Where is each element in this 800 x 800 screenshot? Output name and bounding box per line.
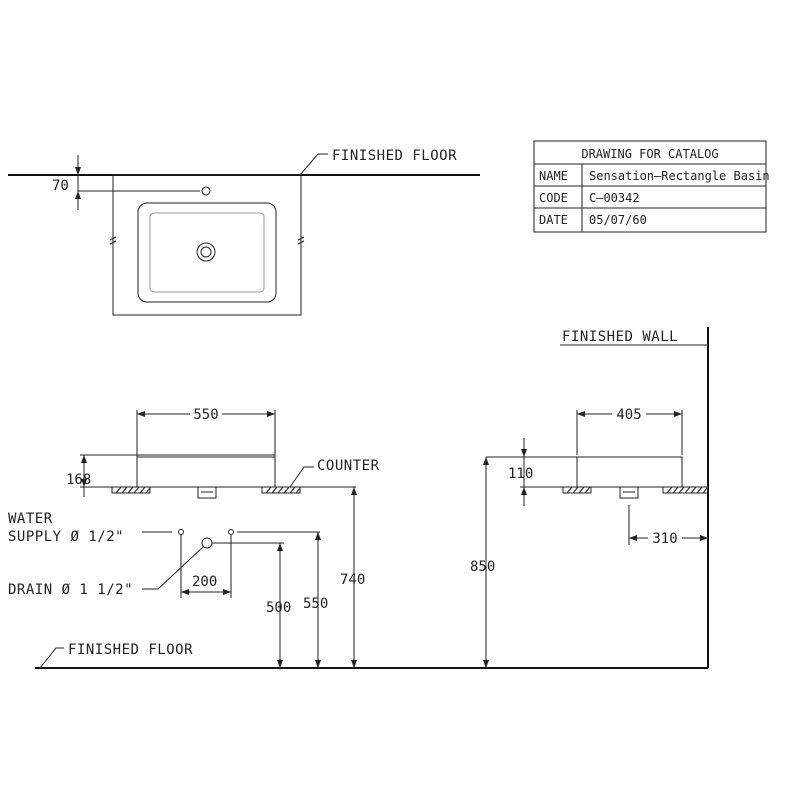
front-height-dim: 168 — [66, 472, 91, 488]
water-supply-label-1: WATER — [8, 511, 53, 527]
plan-view: FINISHED FLOOR 70 — [8, 148, 480, 316]
plan-drain-outer-icon — [196, 242, 216, 262]
finished-wall-label: FINISHED WALL — [562, 329, 678, 345]
side-basin-body — [576, 456, 683, 488]
drain-label: DRAIN Ø 1 1/2" — [8, 582, 133, 598]
title-block-value: C–00342 — [589, 191, 640, 205]
plan-basin-outer — [137, 202, 277, 303]
front-elevation: 550 COUNTER 168 WATER SU — [8, 404, 380, 668]
side-height-dim: 110 — [508, 466, 533, 482]
side-waste-outlet — [619, 486, 639, 499]
side-elevation: FINISHED WALL 405 110 — [470, 327, 709, 668]
front-counter-hatch-left — [111, 486, 151, 494]
dim-arrow — [315, 660, 321, 668]
finished-floor-top-leader — [299, 153, 328, 176]
title-block: DRAWING FOR CATALOG NAME Sensation–Recta… — [533, 140, 770, 233]
dim-arrow — [483, 457, 489, 465]
dim-arrow — [223, 589, 231, 595]
dim-arrow — [137, 411, 145, 417]
dim-arrow — [277, 660, 283, 668]
plan-break-marks — [109, 236, 305, 245]
water-supply-hole-icon — [228, 529, 234, 535]
title-block-key: CODE — [539, 191, 568, 205]
title-block-value: Sensation–Rectangle Basin — [589, 169, 770, 183]
drain-height-dim: 500 — [266, 600, 291, 616]
side-counter-hatch-left — [562, 486, 592, 494]
dim-mask — [190, 404, 222, 422]
drain-leader — [142, 546, 204, 590]
plan-tap-hole-icon — [201, 186, 211, 196]
plan-dim-arrow-bottom — [75, 191, 81, 199]
dim-arrow — [674, 411, 682, 417]
front-basin-body — [136, 454, 276, 488]
title-block-key: DATE — [539, 213, 568, 227]
dim-arrow — [315, 532, 321, 540]
plan-counter-outline — [112, 174, 302, 316]
counter-leader — [289, 466, 314, 488]
side-width-dim: 405 — [616, 407, 641, 423]
finished-floor-top-label: FINISHED FLOOR — [332, 148, 457, 164]
side-total-dim: 850 — [470, 559, 495, 575]
dim-arrow — [521, 449, 527, 457]
title-block-key: NAME — [539, 169, 568, 183]
front-width-dim: 550 — [193, 407, 218, 423]
dim-arrow — [277, 543, 283, 551]
dim-arrow — [577, 411, 585, 417]
dim-arrow — [267, 411, 275, 417]
dim-arrow — [351, 487, 357, 495]
plan-dim-arrow-top — [75, 167, 81, 175]
supply-spacing-dim: 200 — [192, 574, 217, 590]
dim-arrow — [351, 660, 357, 668]
dim-mask — [648, 529, 682, 547]
dim-arrow — [181, 589, 189, 595]
dim-arrow — [81, 455, 87, 463]
plan-offset-dim: 70 — [52, 178, 69, 194]
dim-mask — [612, 404, 646, 422]
plan-drain-inner-icon — [200, 246, 212, 258]
dim-arrow — [81, 479, 87, 487]
dim-arrow — [629, 535, 637, 541]
finished-floor-bottom-label: FINISHED FLOOR — [68, 642, 193, 658]
front-waste-outlet — [197, 486, 217, 499]
finished-floor-bottom-leader — [39, 647, 64, 669]
dim-arrow — [700, 535, 708, 541]
title-block-heading: DRAWING FOR CATALOG — [581, 147, 718, 161]
dim-arrow — [521, 487, 527, 495]
counter-height-dim: 740 — [340, 572, 365, 588]
supply-height-dim: 550 — [303, 596, 328, 612]
water-supply-label-2: SUPPLY Ø 1/2" — [8, 529, 124, 545]
drain-hole-icon — [201, 537, 213, 549]
title-block-value: 05/07/60 — [589, 213, 647, 227]
counter-label: COUNTER — [317, 458, 380, 474]
plan-basin-inner — [149, 212, 265, 293]
side-counter-hatch-right — [662, 486, 709, 494]
front-counter-hatch-right — [261, 486, 301, 494]
dim-arrow — [483, 660, 489, 668]
side-offset-dim: 310 — [652, 531, 677, 547]
water-supply-hole-icon — [178, 529, 184, 535]
bottom-floor: FINISHED FLOOR — [35, 642, 708, 669]
